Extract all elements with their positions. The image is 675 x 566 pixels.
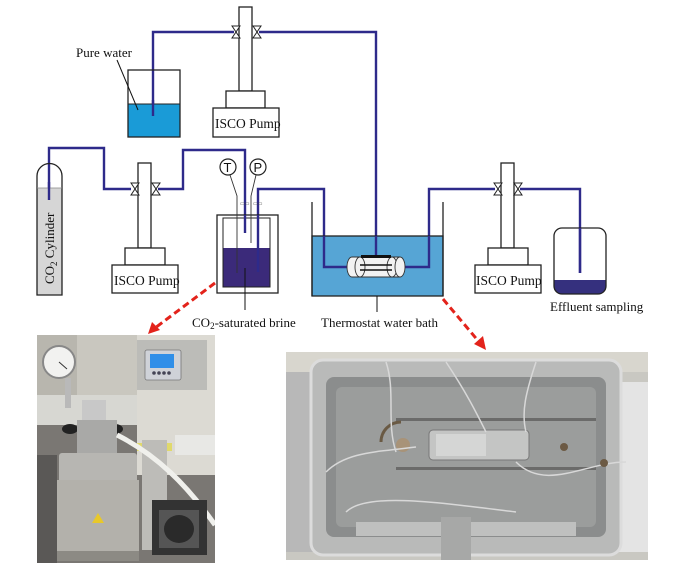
temperature-gauge-icon (219, 158, 237, 176)
pure-water-label: Pure water (76, 45, 133, 60)
pump-left-column (137, 162, 152, 249)
isco-pump-top (212, 6, 280, 138)
brine-label-prefix: CO (192, 315, 210, 330)
effluent-vessel-outline (553, 227, 607, 295)
pump-top-box (212, 107, 280, 138)
core-holder-icon (346, 255, 406, 278)
brine-vessel: ▭▭ ▭▭ T P CO2-saturated brine (192, 158, 296, 331)
effluent-label: Effluent sampling (550, 299, 644, 314)
pump-right-column (500, 162, 515, 249)
brine-liquid (223, 248, 270, 287)
pipe-bath-inlet (322, 236, 356, 269)
valve-top-right-icon (252, 25, 262, 39)
arrow-bath-to-photo-head-icon (474, 336, 486, 350)
valve-left-in-icon (130, 182, 140, 196)
photo-thermostat-bath-render (286, 352, 648, 560)
co2-cylinder-label-sub: 2 (49, 261, 59, 266)
pipe-pure-water-to-top-pump (151, 30, 234, 116)
brine-label: CO2-saturated brine (192, 315, 296, 331)
isco-pump-top-label: ISCO Pump (215, 116, 281, 131)
temperature-probe-line (229, 174, 238, 273)
valve-right-in-icon (493, 182, 503, 196)
effluent-vessel: Effluent sampling (550, 227, 644, 314)
photo-thermostat-bath (286, 352, 648, 560)
pipe-cylinder-to-left-pump (47, 146, 131, 200)
pump-top-column (238, 6, 253, 92)
co2-cylinder-label-prefix: CO (42, 266, 57, 284)
callout-arrows (154, 281, 482, 344)
pressure-gauge-label: P (254, 160, 263, 175)
pipe-right-pump-to-effluent (520, 187, 582, 273)
pipe-bath-outlet (398, 236, 431, 269)
co2-cylinder-label: CO2 Cylinder (42, 212, 59, 284)
effluent-liquid (554, 280, 606, 294)
photo-brine-reactor (37, 335, 215, 563)
isco-pump-left (111, 162, 179, 294)
isco-pump-right (474, 162, 542, 294)
pump-left-box (111, 264, 179, 294)
brine-label-sub: 2 (210, 321, 215, 331)
pipe-left-pump-to-brine (158, 148, 247, 233)
pressure-gauge-icon (249, 158, 267, 176)
valve-left-out-icon (151, 182, 161, 196)
co2-cylinder-label-suffix: Cylinder (42, 212, 57, 261)
temperature-gauge-label: T (224, 160, 232, 175)
photo-brine-reactor-render (37, 335, 215, 563)
isco-pump-left-label: ISCO Pump (114, 273, 180, 288)
cylinder-gas-fill (37, 188, 62, 295)
pipe-top-pump-to-core (259, 30, 378, 260)
pressure-line (250, 174, 257, 243)
pump-top-base (225, 90, 266, 109)
arrow-bath-to-photo-line (441, 298, 482, 344)
valve-right-out-icon (513, 182, 523, 196)
brine-label-suffix: -saturated brine (215, 315, 296, 330)
brine-vessel-inner (222, 217, 271, 288)
fitting-mark-1: ▭▭ (240, 201, 250, 207)
arrow-brine-to-photo-line (154, 281, 216, 330)
cylinder-outline (36, 162, 63, 296)
pump-right-box (474, 264, 542, 294)
pure-water-leader-line (116, 59, 139, 111)
arrow-brine-to-photo-head-icon (148, 322, 160, 334)
pump-right-base (487, 247, 529, 266)
valve-top-left-icon (231, 25, 241, 39)
pure-water-beaker: Pure water (76, 45, 181, 138)
co2-cylinder: CO2 Cylinder (36, 162, 63, 296)
isco-pump-right-label: ISCO Pump (476, 273, 542, 288)
fitting-mark-2: ▭▭ (253, 201, 263, 207)
thermostat-bath-label: Thermostat water bath (321, 315, 438, 330)
pump-left-base (124, 247, 166, 266)
